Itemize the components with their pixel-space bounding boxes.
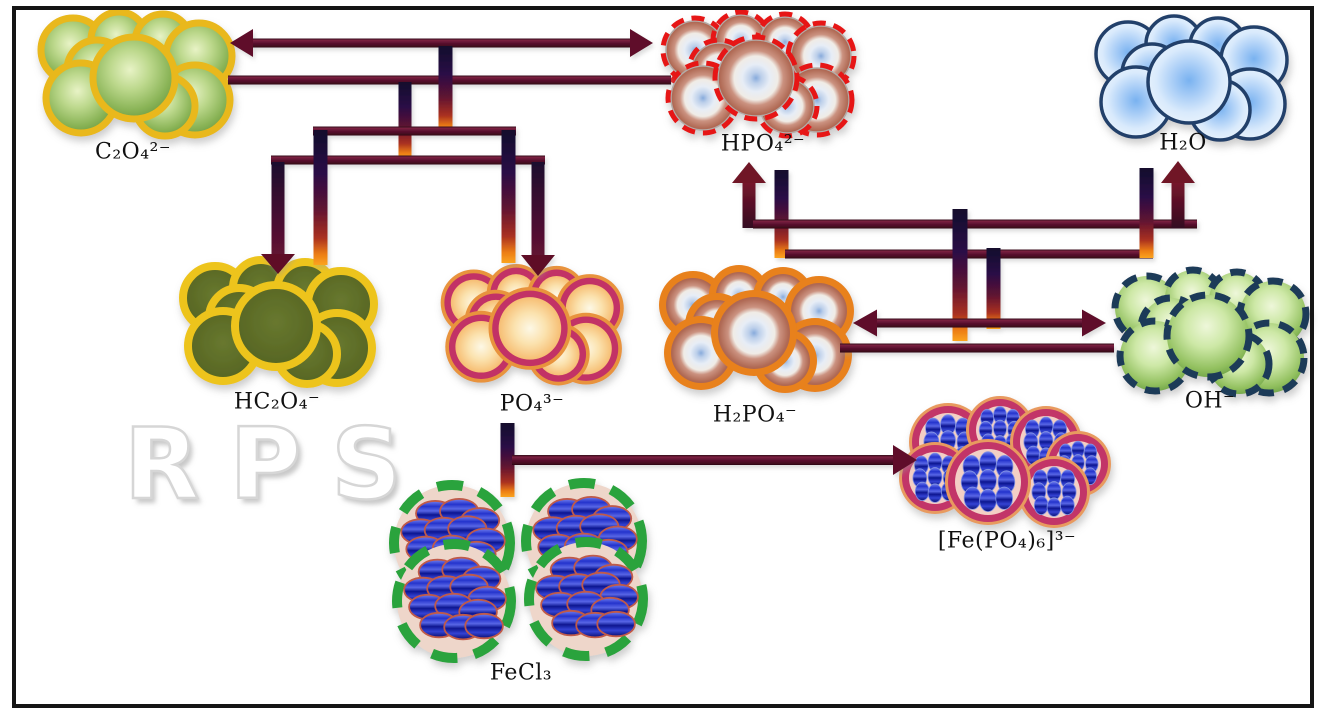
- vbar-top-left-2: [398, 82, 412, 159]
- double-arrow-h2po4-oh: [853, 309, 1106, 337]
- arrow-down-hc2o4: [261, 162, 295, 274]
- label-oh: OH⁻: [1184, 388, 1236, 414]
- hbar-branch-upper: [313, 126, 516, 136]
- hbar-right-lower: [785, 249, 1153, 259]
- label-c2o4: C₂O₄²⁻: [95, 139, 171, 165]
- vbar-to-hc2o4: [313, 130, 328, 265]
- cluster-hc2o4: [179, 256, 378, 388]
- arrow-down-po4: [521, 162, 555, 276]
- cluster-oh: [1111, 266, 1310, 398]
- vbar-to-po4: [501, 130, 516, 263]
- vbar-po4-fecl3: [500, 423, 515, 497]
- double-arrow-hpo4-c2o4: [230, 29, 653, 57]
- label-hpo4: HPO₄²⁻: [720, 131, 806, 157]
- vbar-from-hpo4: [774, 170, 789, 258]
- label-fecl3: FeCl₃: [489, 660, 553, 686]
- bar-h2po4-oh: [840, 343, 1114, 353]
- label-hc2o4: HC₂O₄⁻: [233, 389, 321, 415]
- label-h2po4: H₂PO₄⁻: [712, 402, 798, 428]
- hbar-right-upper: [753, 219, 1197, 229]
- cluster-fecl3: [389, 478, 648, 663]
- vbar-from-h2o: [1139, 168, 1154, 258]
- watermark: RPS: [123, 408, 432, 522]
- hbar-branch-lower: [271, 155, 545, 165]
- cluster-po4: [440, 264, 624, 386]
- label-fepo4: [Fe(PO₄)₆]³⁻: [937, 528, 1077, 554]
- arrow-network: [228, 29, 1197, 497]
- vbar-top-left-1: [438, 46, 453, 133]
- cluster-fepo4: [899, 396, 1111, 528]
- species-clusters-layer: [37, 8, 1310, 663]
- arrow-up-hpo4: [732, 162, 766, 228]
- label-po4: PO₄³⁻: [499, 391, 565, 417]
- cluster-hpo4: [660, 9, 857, 139]
- arrow-fecl3-fepo4: [512, 445, 917, 475]
- cluster-h2po4: [659, 265, 854, 393]
- label-h2o: H₂O: [1159, 130, 1207, 156]
- vbar-right-mid-1: [952, 209, 968, 341]
- vbar-right-mid-2: [986, 248, 1001, 329]
- cluster-c2o4: [37, 8, 236, 140]
- arrow-up-h2o: [1161, 161, 1195, 228]
- cluster-h2o: [1094, 14, 1289, 142]
